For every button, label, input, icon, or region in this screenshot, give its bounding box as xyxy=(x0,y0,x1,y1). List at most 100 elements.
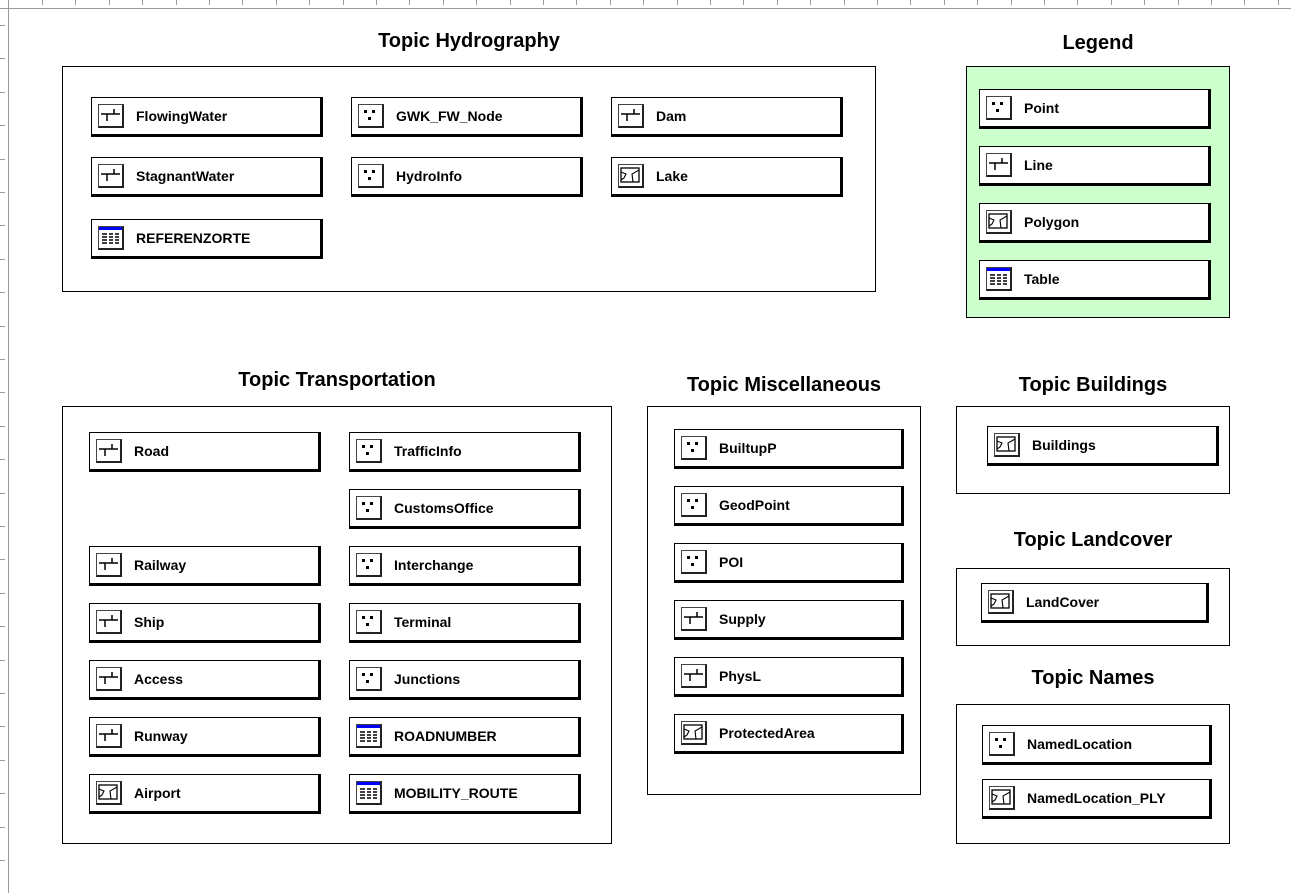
class-item[interactable]: TrafficInfo xyxy=(349,432,581,472)
table-icon xyxy=(986,267,1012,291)
ruler-tick xyxy=(0,125,5,126)
class-item[interactable]: Supply xyxy=(674,600,904,640)
class-item[interactable]: GeodPoint xyxy=(674,486,904,526)
polygon-icon xyxy=(96,781,122,805)
table-icon xyxy=(356,781,382,805)
topic-hydrography-title: Topic Hydrography xyxy=(378,30,560,52)
ruler-tick xyxy=(944,0,945,5)
class-item[interactable]: Interchange xyxy=(349,546,581,586)
class-item[interactable]: StagnantWater xyxy=(91,157,323,197)
class-item[interactable]: GWK_FW_Node xyxy=(351,97,583,137)
topic-names-box: NamedLocation NamedLocation_PLY xyxy=(956,704,1230,844)
class-label: FlowingWater xyxy=(136,108,228,124)
class-item[interactable]: ROADNUMBER xyxy=(349,717,581,757)
legend-item[interactable]: Table xyxy=(979,260,1211,300)
ruler-tick xyxy=(0,192,5,193)
class-item[interactable]: Railway xyxy=(89,546,321,586)
class-label: REFERENZORTE xyxy=(136,230,251,246)
table-icon xyxy=(98,226,124,250)
ruler-tick xyxy=(0,793,5,794)
topic-hydrography-box: FlowingWater GWK_FW_Node Dam StagnantWat… xyxy=(62,66,876,292)
class-item[interactable]: Buildings xyxy=(987,426,1219,466)
class-item[interactable]: Road xyxy=(89,432,321,472)
topic-names-title: Topic Names xyxy=(1031,667,1155,689)
line-icon xyxy=(96,553,122,577)
class-item[interactable]: HydroInfo xyxy=(351,157,583,197)
line-icon xyxy=(98,164,124,188)
polygon-icon xyxy=(618,164,644,188)
class-item[interactable]: ProtectedArea xyxy=(674,714,904,754)
ruler-tick xyxy=(0,860,5,861)
class-label: BuiltupP xyxy=(719,440,777,456)
ruler-tick xyxy=(0,726,5,727)
table-icon xyxy=(356,724,382,748)
class-item[interactable]: Junctions xyxy=(349,660,581,700)
ruler-tick xyxy=(0,626,5,627)
legend-label: Polygon xyxy=(1024,214,1080,230)
class-label: NamedLocation_PLY xyxy=(1027,790,1166,806)
line-icon xyxy=(96,439,122,463)
point-icon xyxy=(358,104,384,128)
legend-item[interactable]: Line xyxy=(979,146,1211,186)
ruler-tick xyxy=(0,92,5,93)
ruler-tick xyxy=(276,0,277,5)
ruler-tick xyxy=(1178,0,1179,5)
ruler-tick xyxy=(543,0,544,5)
class-item[interactable]: PhysL xyxy=(674,657,904,697)
class-item[interactable]: NamedLocation xyxy=(982,725,1212,765)
ruler-tick xyxy=(0,292,5,293)
legend-item[interactable]: Polygon xyxy=(979,203,1211,243)
ruler-tick xyxy=(0,326,5,327)
class-item[interactable]: Ship xyxy=(89,603,321,643)
point-icon xyxy=(986,96,1012,120)
class-label: Dam xyxy=(656,108,687,124)
class-label: HydroInfo xyxy=(396,168,463,184)
class-item[interactable]: Lake xyxy=(611,157,843,197)
ruler-tick xyxy=(1211,0,1212,5)
class-item[interactable]: CustomsOffice xyxy=(349,489,581,529)
class-label: Lake xyxy=(656,168,688,184)
polygon-icon xyxy=(989,786,1015,810)
ruler-tick xyxy=(0,359,5,360)
ruler-tick xyxy=(0,392,5,393)
class-item[interactable]: POI xyxy=(674,543,904,583)
topic-landcover-box: LandCover xyxy=(956,568,1230,646)
class-item[interactable]: NamedLocation_PLY xyxy=(982,779,1212,819)
class-label: ROADNUMBER xyxy=(394,728,497,744)
class-item[interactable]: LandCover xyxy=(981,583,1209,623)
line-icon xyxy=(618,104,644,128)
point-icon xyxy=(356,439,382,463)
legend-label: Line xyxy=(1024,157,1053,173)
ruler-tick xyxy=(0,225,5,226)
class-item[interactable]: Dam xyxy=(611,97,843,137)
class-item[interactable]: Runway xyxy=(89,717,321,757)
class-item[interactable]: MOBILITY_ROUTE xyxy=(349,774,581,814)
point-icon xyxy=(356,610,382,634)
legend-item[interactable]: Point xyxy=(979,89,1211,129)
class-item[interactable]: Terminal xyxy=(349,603,581,643)
polygon-icon xyxy=(988,590,1014,614)
ruler-tick xyxy=(743,0,744,5)
class-label: Runway xyxy=(134,728,188,744)
legend-box: Point Line Polygon Table xyxy=(966,66,1230,318)
ruler-tick xyxy=(0,58,5,59)
class-item[interactable]: Access xyxy=(89,660,321,700)
class-item[interactable]: BuiltupP xyxy=(674,429,904,469)
ruler-tick xyxy=(0,159,5,160)
ruler-tick xyxy=(0,259,5,260)
class-item[interactable]: Airport xyxy=(89,774,321,814)
point-icon xyxy=(681,436,707,460)
topic-buildings-box: Buildings xyxy=(956,406,1230,494)
ruler-tick xyxy=(109,0,110,5)
ruler-tick xyxy=(1011,0,1012,5)
class-label: Road xyxy=(134,443,169,459)
class-item[interactable]: REFERENZORTE xyxy=(91,219,323,259)
ruler-tick xyxy=(810,0,811,5)
line-icon xyxy=(96,667,122,691)
ruler-tick xyxy=(1144,0,1145,5)
class-item[interactable]: FlowingWater xyxy=(91,97,323,137)
topic-buildings-title: Topic Buildings xyxy=(1018,374,1168,396)
point-icon xyxy=(356,553,382,577)
polygon-icon xyxy=(681,721,707,745)
class-label: MOBILITY_ROUTE xyxy=(394,785,518,801)
